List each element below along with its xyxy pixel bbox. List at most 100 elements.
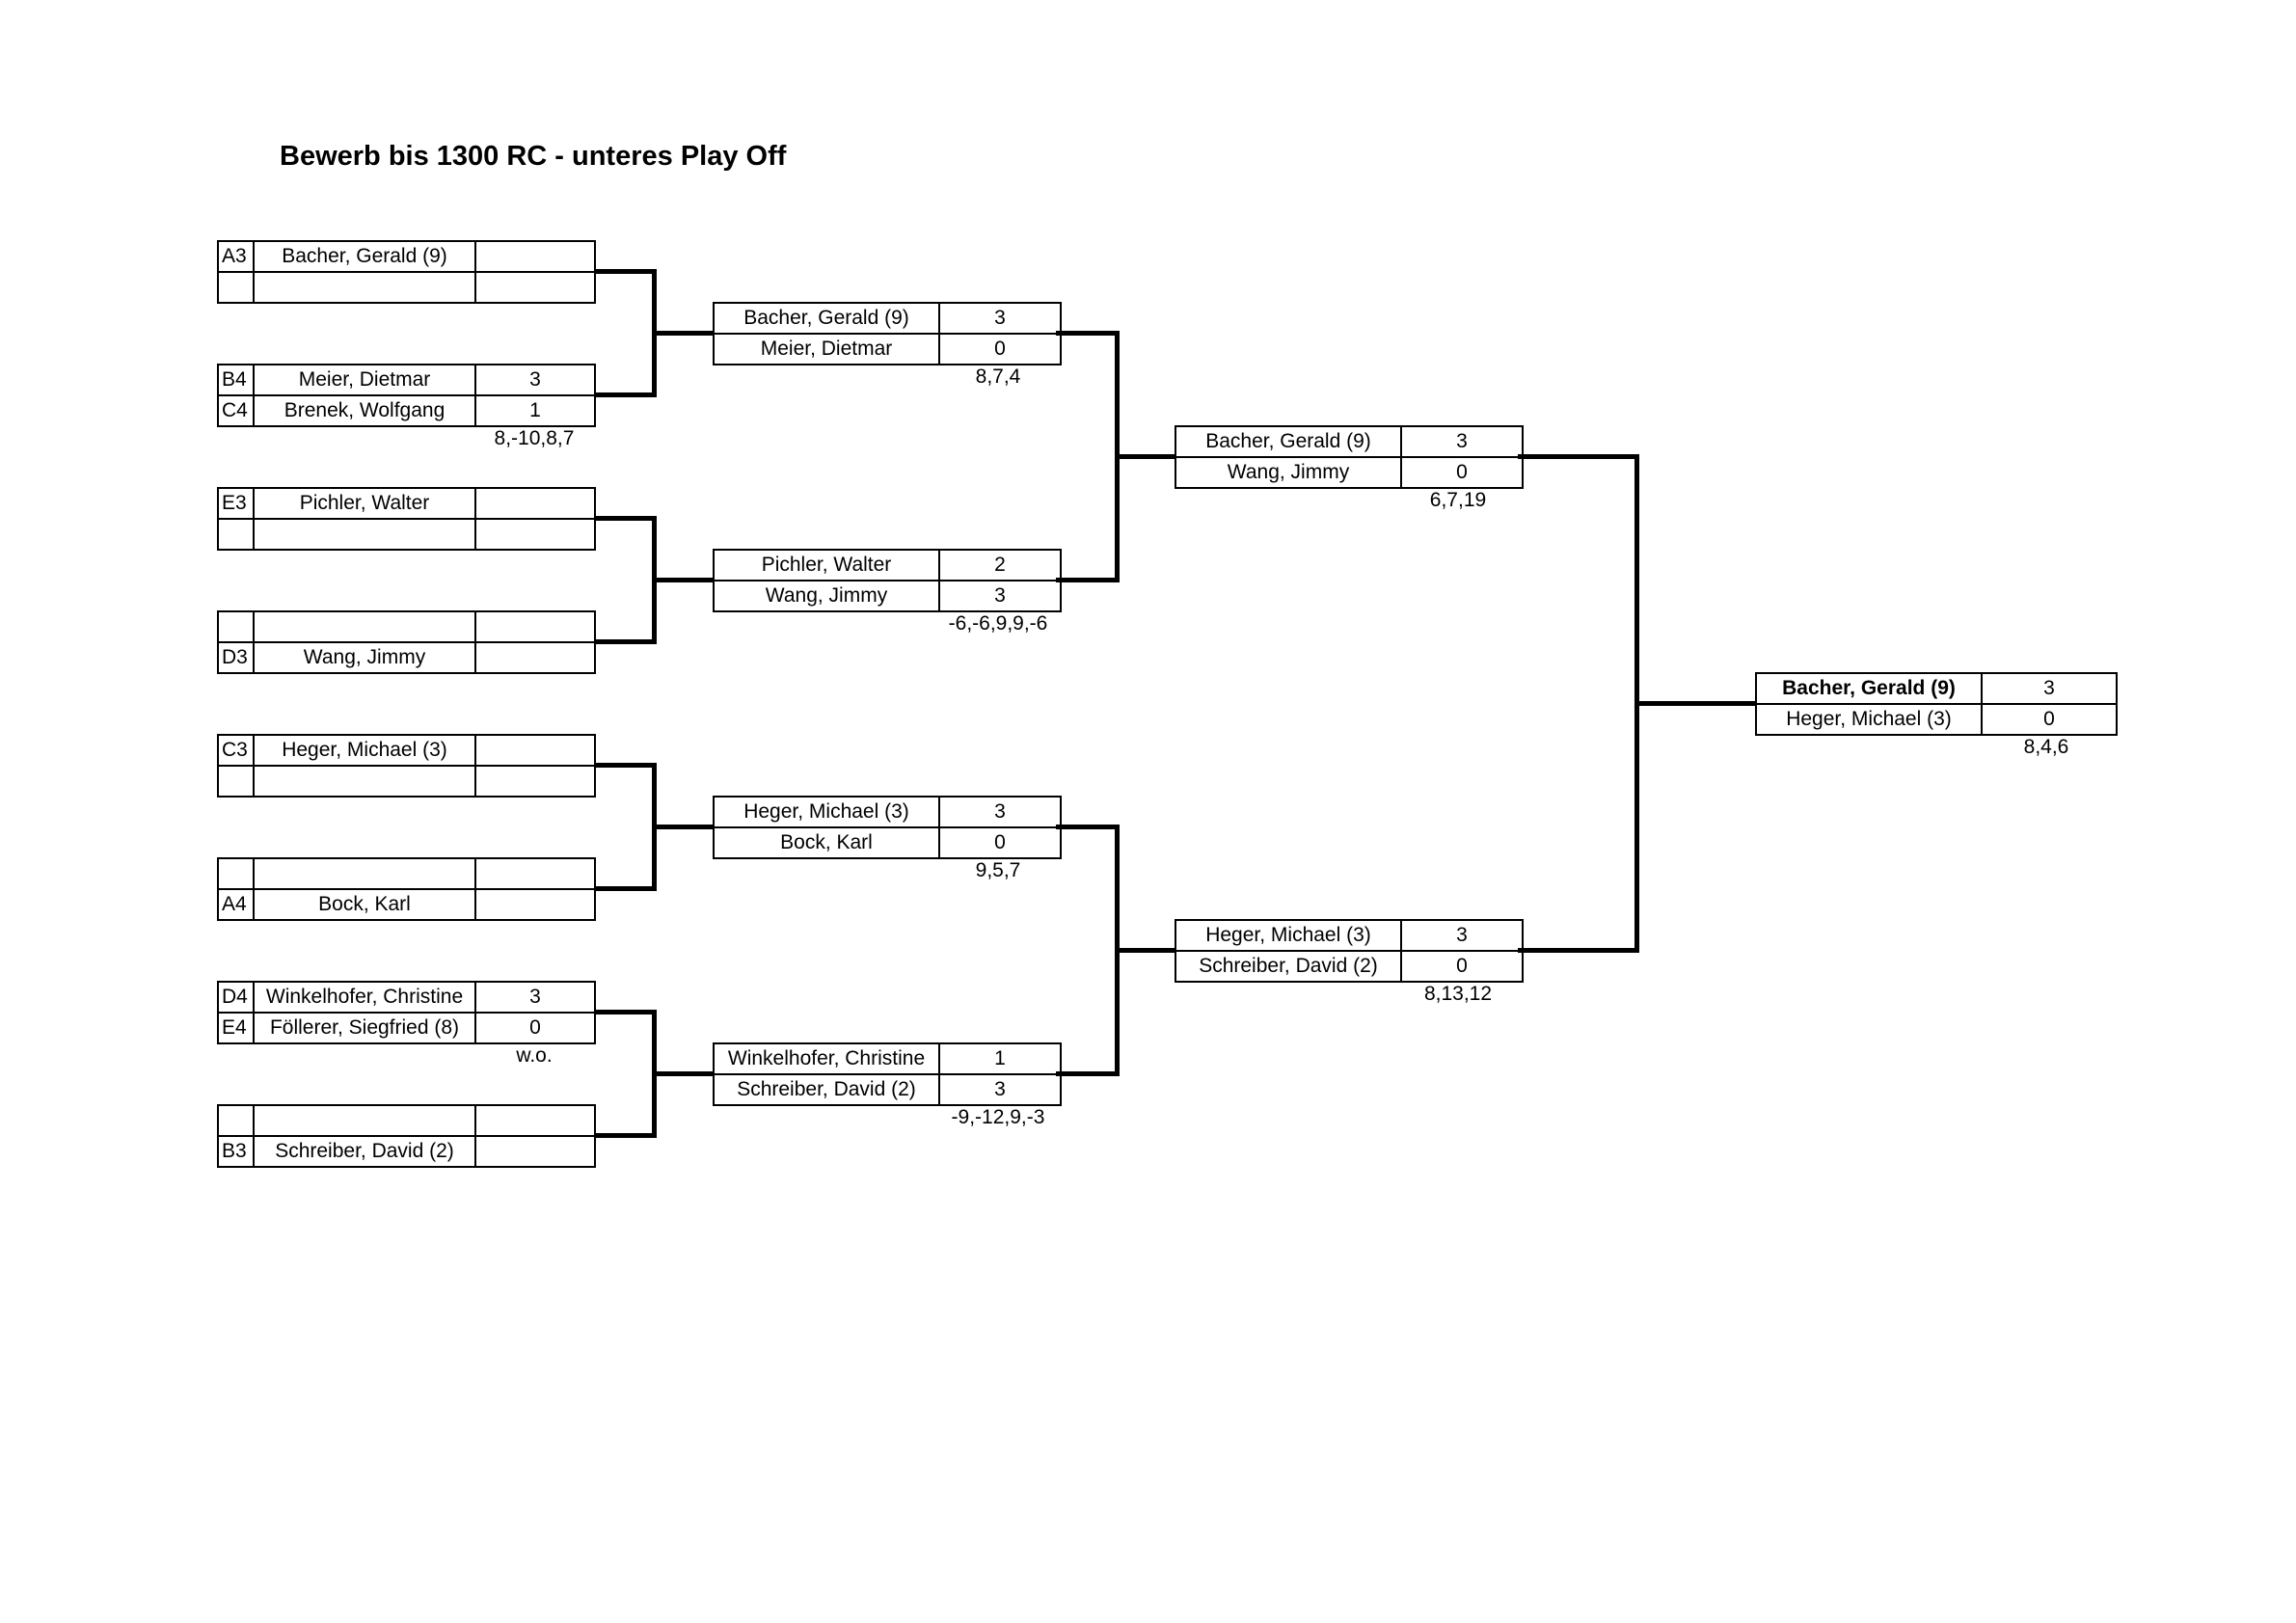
player-name — [253, 518, 476, 551]
player-row: Heger, Michael (3)3 — [713, 796, 1062, 828]
player-name: Winkelhofer, Christine — [253, 981, 476, 1014]
bracket-line — [595, 763, 655, 768]
bracket-line — [1634, 701, 1755, 706]
bracket-line — [1115, 454, 1175, 459]
player-name: Bock, Karl — [713, 826, 940, 859]
bracket-line — [1056, 331, 1118, 336]
bracket-line — [1056, 578, 1118, 582]
seed-label: A3 — [217, 240, 255, 273]
score-cell — [474, 734, 596, 767]
match-result: 9,5,7 — [975, 859, 1021, 881]
score-cell: 1 — [938, 1042, 1062, 1075]
player-row: Schreiber, David (2)3 — [713, 1073, 1062, 1106]
match-result: -6,-6,9,9,-6 — [948, 612, 1048, 635]
player-name: Schreiber, David (2) — [1175, 950, 1402, 983]
player-name: Bacher, Gerald (9) — [713, 302, 940, 335]
player-name: Bock, Karl — [253, 888, 476, 921]
player-name — [253, 1104, 476, 1137]
bracket-line — [595, 639, 655, 644]
seed-label — [217, 271, 255, 304]
match-result: 8,4,6 — [2023, 736, 2069, 758]
score-cell: 0 — [1400, 456, 1524, 489]
seed-label — [217, 857, 255, 890]
player-row: Schreiber, David (2)0 — [1175, 950, 1524, 983]
player-row: Heger, Michael (3)0 — [1755, 703, 2118, 736]
match-result: w.o. — [516, 1044, 553, 1067]
player-row: Bacher, Gerald (9)3 — [1755, 672, 2118, 705]
player-row — [217, 1104, 596, 1137]
seed-label — [217, 765, 255, 798]
seed-label: E4 — [217, 1012, 255, 1044]
seed-label: B4 — [217, 364, 255, 396]
bracket-line — [595, 392, 655, 397]
player-name: Pichler, Walter — [253, 487, 476, 520]
seed-label: C4 — [217, 394, 255, 427]
match-result: -9,-12,9,-3 — [951, 1106, 1045, 1128]
bracket-line — [652, 1071, 713, 1076]
player-row — [217, 271, 596, 304]
seed-label — [217, 610, 255, 643]
bracket-line — [595, 516, 655, 521]
bracket-line — [1056, 1071, 1118, 1076]
bracket-line — [652, 331, 713, 336]
player-name — [253, 271, 476, 304]
player-row — [217, 518, 596, 551]
score-cell — [474, 487, 596, 520]
score-cell: 3 — [474, 364, 596, 396]
bracket-line — [1518, 948, 1637, 953]
bracket-line — [652, 825, 713, 829]
player-name: Brenek, Wolfgang — [253, 394, 476, 427]
player-row — [217, 610, 596, 643]
bracket-line — [595, 1133, 655, 1138]
player-name: Heger, Michael (3) — [253, 734, 476, 767]
player-name: Föllerer, Siegfried (8) — [253, 1012, 476, 1044]
score-cell: 3 — [1981, 672, 2118, 705]
score-cell: 3 — [474, 981, 596, 1014]
score-cell — [474, 240, 596, 273]
seed-label: A4 — [217, 888, 255, 921]
score-cell: 3 — [1400, 425, 1524, 458]
match-result: 8,13,12 — [1423, 983, 1493, 1005]
score-cell: 1 — [474, 394, 596, 427]
seed-label: D3 — [217, 641, 255, 674]
bracket-line — [595, 1010, 655, 1014]
bracket-line — [1115, 948, 1175, 953]
player-name: Meier, Dietmar — [253, 364, 476, 396]
seed-label: C3 — [217, 734, 255, 767]
bracket-line — [652, 578, 713, 582]
score-cell: 0 — [1400, 950, 1524, 983]
score-cell — [474, 610, 596, 643]
score-cell: 0 — [938, 826, 1062, 859]
score-cell — [474, 765, 596, 798]
score-cell: 0 — [474, 1012, 596, 1044]
bracket-line — [595, 269, 655, 274]
score-cell — [474, 857, 596, 890]
match-result: 8,7,4 — [975, 365, 1021, 388]
score-cell: 3 — [1400, 919, 1524, 952]
player-name: Bacher, Gerald (9) — [1755, 672, 1983, 705]
player-name: Wang, Jimmy — [1175, 456, 1402, 489]
player-row — [217, 765, 596, 798]
match-result: 8,-10,8,7 — [494, 427, 575, 449]
player-name: Schreiber, David (2) — [713, 1073, 940, 1106]
score-cell: 3 — [938, 302, 1062, 335]
